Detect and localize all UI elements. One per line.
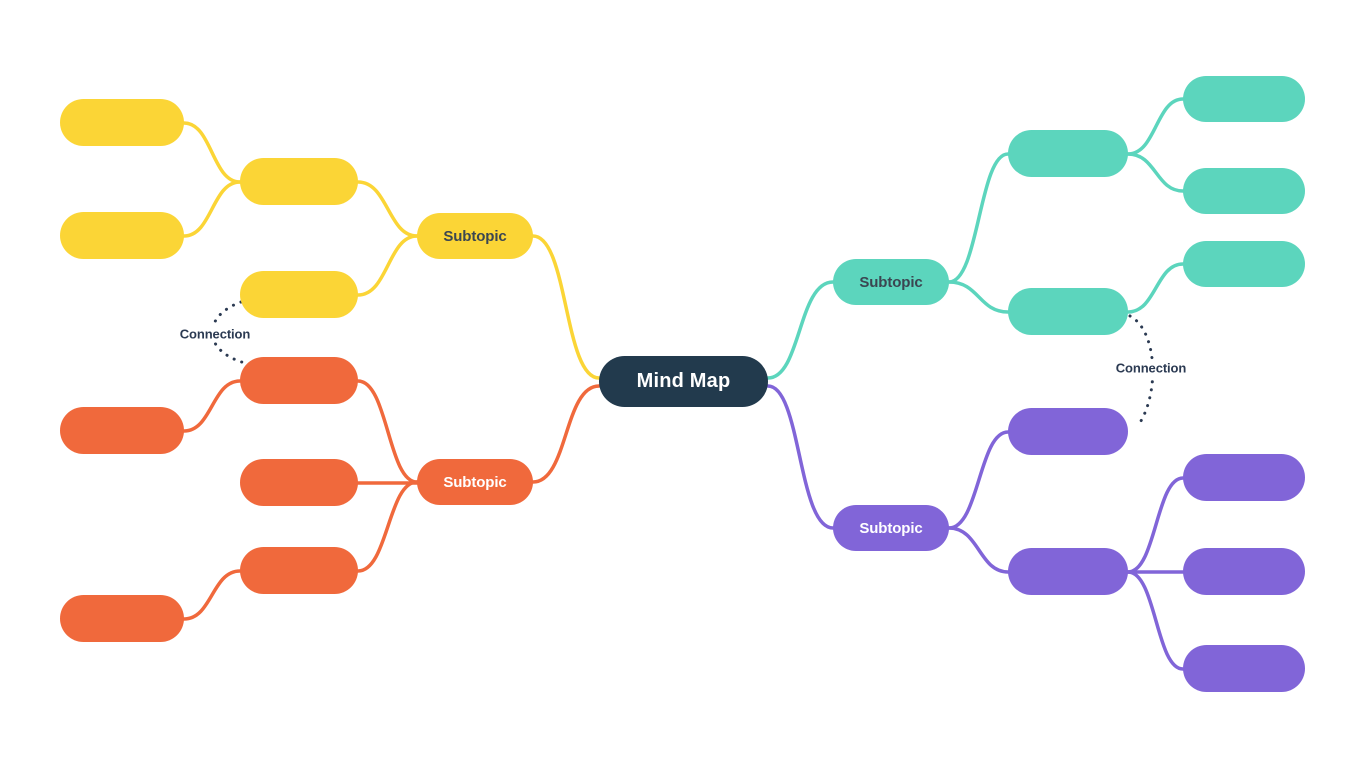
yellow-child-node-1[interactable] (240, 158, 358, 205)
teal-leaf-node-2[interactable] (1183, 168, 1305, 214)
edge-orange-subtopic-to-child3 (356, 480, 419, 573)
purple-leaf-node-3[interactable] (1183, 645, 1305, 692)
edge-orange-child3-to-leaf2 (182, 569, 242, 621)
edge-purple-child2-to-leaf3 (1126, 570, 1185, 671)
edge-orange-subtopic-to-child1 (356, 379, 419, 484)
purple-leaf-node-1[interactable] (1183, 454, 1305, 501)
orange-child-node-3[interactable] (240, 547, 358, 594)
edge-orange-subtopic-to-root (531, 384, 601, 484)
edge-yellow-child1-to-leaf2 (182, 180, 242, 238)
edge-purple-subtopic-to-child2 (947, 526, 1010, 574)
subtopic-node-teal[interactable]: Subtopic (833, 259, 949, 305)
edge-purple-child2-to-leaf1 (1126, 476, 1185, 574)
teal-child-node-1[interactable] (1008, 130, 1128, 177)
orange-child-node-1[interactable] (240, 357, 358, 404)
connection-label-left[interactable]: Connection (175, 325, 255, 343)
yellow-leaf-node-2[interactable] (60, 212, 184, 259)
teal-leaf-node-3[interactable] (1183, 241, 1305, 287)
subtopic-node-yellow[interactable]: Subtopic (417, 213, 533, 259)
orange-leaf-node-2[interactable] (60, 595, 184, 642)
edge-yellow-subtopic-to-child1 (356, 180, 419, 238)
edge-teal-subtopic-to-child1 (947, 152, 1010, 284)
edge-yellow-child1-to-leaf1 (182, 121, 242, 184)
connection-label-right[interactable]: Connection (1111, 359, 1191, 377)
yellow-leaf-node-1[interactable] (60, 99, 184, 146)
purple-child-node-1[interactable] (1008, 408, 1128, 455)
edge-yellow-subtopic-to-root (531, 234, 601, 380)
edge-yellow-subtopic-to-child2 (356, 234, 419, 297)
orange-leaf-node-1[interactable] (60, 407, 184, 454)
subtopic-node-purple[interactable]: Subtopic (833, 505, 949, 551)
root-node[interactable]: Mind Map (599, 356, 768, 407)
edge-purple-root-to-subtopic (766, 384, 835, 530)
yellow-child-node-2[interactable] (240, 271, 358, 318)
edge-teal-child1-to-leaf1 (1126, 97, 1185, 156)
edge-purple-subtopic-to-child1 (947, 430, 1010, 530)
teal-child-node-2[interactable] (1008, 288, 1128, 335)
edge-orange-child1-to-leaf1 (182, 379, 242, 433)
edge-teal-child2-to-leaf3 (1126, 262, 1185, 314)
edge-teal-root-to-subtopic (766, 280, 835, 380)
purple-leaf-node-2[interactable] (1183, 548, 1305, 595)
orange-child-node-2[interactable] (240, 459, 358, 506)
edge-teal-child1-to-leaf2 (1126, 152, 1185, 193)
teal-leaf-node-1[interactable] (1183, 76, 1305, 122)
purple-child-node-2[interactable] (1008, 548, 1128, 595)
edge-teal-subtopic-to-child2 (947, 280, 1010, 314)
subtopic-node-orange[interactable]: Subtopic (417, 459, 533, 505)
